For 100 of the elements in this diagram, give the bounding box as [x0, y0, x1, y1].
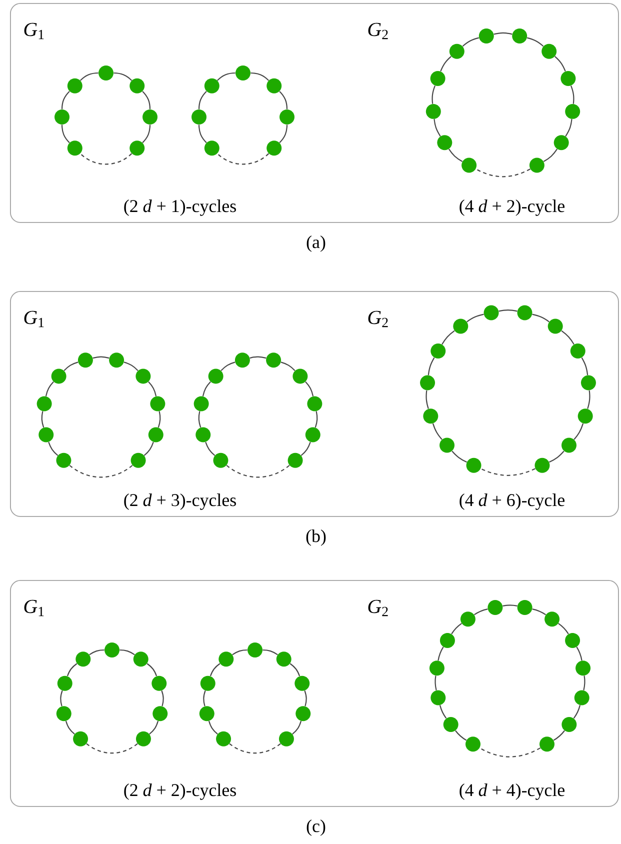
cycle-edge — [216, 153, 270, 165]
vertex — [512, 28, 528, 44]
cycle-edge — [581, 357, 588, 376]
cycle-edge — [543, 148, 558, 162]
cycle-edge — [438, 646, 444, 661]
cycle-edge — [80, 153, 132, 165]
vertex — [430, 690, 446, 706]
vertex — [67, 78, 82, 94]
cycle-edge — [80, 72, 98, 81]
cycle-edge — [451, 623, 462, 634]
cycle-edge — [587, 390, 590, 409]
cycle-edge — [65, 720, 75, 734]
cycle-edge — [146, 663, 158, 676]
vertex — [430, 344, 446, 359]
vertex — [67, 140, 82, 156]
cycle-edge — [439, 705, 447, 719]
vertex — [234, 352, 250, 368]
vertex — [204, 140, 220, 156]
cycle-edge — [432, 85, 436, 104]
vertex — [565, 104, 580, 119]
cycle-edge — [448, 148, 463, 162]
vertex — [484, 305, 499, 320]
vertex — [423, 408, 438, 424]
graph-label: G$_{2}$ — [368, 600, 388, 616]
panel-caption: (c) — [306, 820, 326, 836]
vertex — [576, 660, 591, 676]
cycle-edge — [210, 663, 220, 676]
vertex — [540, 736, 554, 752]
vertex — [296, 706, 311, 722]
cycle-edge — [434, 119, 441, 137]
vertex — [194, 396, 209, 412]
vertex — [548, 318, 563, 334]
cycle-edge — [205, 442, 216, 456]
cycle-edge — [66, 663, 78, 676]
vertex — [130, 140, 145, 156]
cycle-edge — [69, 464, 133, 478]
cycle-edge — [198, 90, 207, 110]
graph-label: G$_{1}$ — [24, 600, 44, 616]
cycle-edge — [304, 690, 307, 706]
cycle-edge — [142, 124, 151, 144]
cycle-edge — [226, 464, 290, 478]
cycle-edge — [216, 72, 236, 81]
cycle-edge — [498, 310, 518, 312]
vertex — [560, 71, 576, 86]
cycle-edge — [532, 608, 546, 616]
cycle-edge — [462, 37, 480, 47]
graph-label: G$_{2}$ — [368, 310, 388, 328]
vertex — [266, 78, 282, 94]
cycle-edge — [92, 356, 110, 359]
vertex — [542, 44, 557, 59]
vertex — [136, 731, 151, 746]
vertex — [236, 66, 250, 80]
cycle-edge — [229, 743, 281, 754]
cycle-edge — [60, 690, 63, 706]
vertex — [130, 452, 146, 468]
cycle-edge — [48, 442, 58, 456]
vertex — [430, 71, 446, 86]
cycle-edge — [553, 730, 565, 741]
vertex — [148, 427, 164, 442]
cycle-caption: (4 d + 4)-cycle — [460, 784, 564, 800]
vertex — [276, 652, 292, 667]
vertex — [529, 158, 544, 173]
panel-caption: (a) — [306, 236, 326, 252]
cycle-edge — [442, 330, 455, 345]
vertex — [98, 66, 114, 80]
vertex — [54, 110, 70, 124]
vertex — [278, 731, 294, 746]
vertex — [460, 612, 476, 627]
cycle-edge — [161, 690, 164, 706]
cycle-edge — [280, 362, 296, 371]
cycle-edge — [583, 676, 586, 690]
graph-label: G$_{2}$ — [368, 22, 388, 40]
graph-label: G$_{1}$ — [24, 22, 44, 40]
vertex — [565, 632, 580, 648]
cycle-edge — [434, 676, 437, 690]
cycle-caption: (4 d + 2)-cycle — [460, 200, 564, 216]
vertex — [517, 600, 532, 615]
vertex — [449, 44, 464, 59]
vertex — [150, 396, 166, 412]
vertex — [192, 110, 206, 124]
vertex — [200, 676, 216, 691]
cycle-edge — [202, 381, 211, 396]
cycle-edge — [279, 90, 288, 110]
vertex — [307, 396, 322, 412]
cycle-edge — [124, 362, 138, 371]
cycle-edge — [455, 730, 467, 741]
cycle-edge — [574, 423, 584, 440]
vertex — [440, 632, 455, 648]
vertex — [544, 612, 560, 627]
vertex — [488, 600, 503, 615]
vertex — [56, 706, 72, 722]
cycle-edge — [292, 720, 302, 734]
vertex — [104, 642, 120, 658]
vertex — [213, 452, 228, 468]
vertex — [294, 676, 310, 691]
cycle-edge — [250, 356, 266, 359]
cycle-edge — [476, 168, 530, 178]
cycle-edge — [561, 330, 574, 345]
cycle-caption: (2 d + 1)-cycles — [124, 200, 236, 216]
vertex — [109, 352, 124, 368]
